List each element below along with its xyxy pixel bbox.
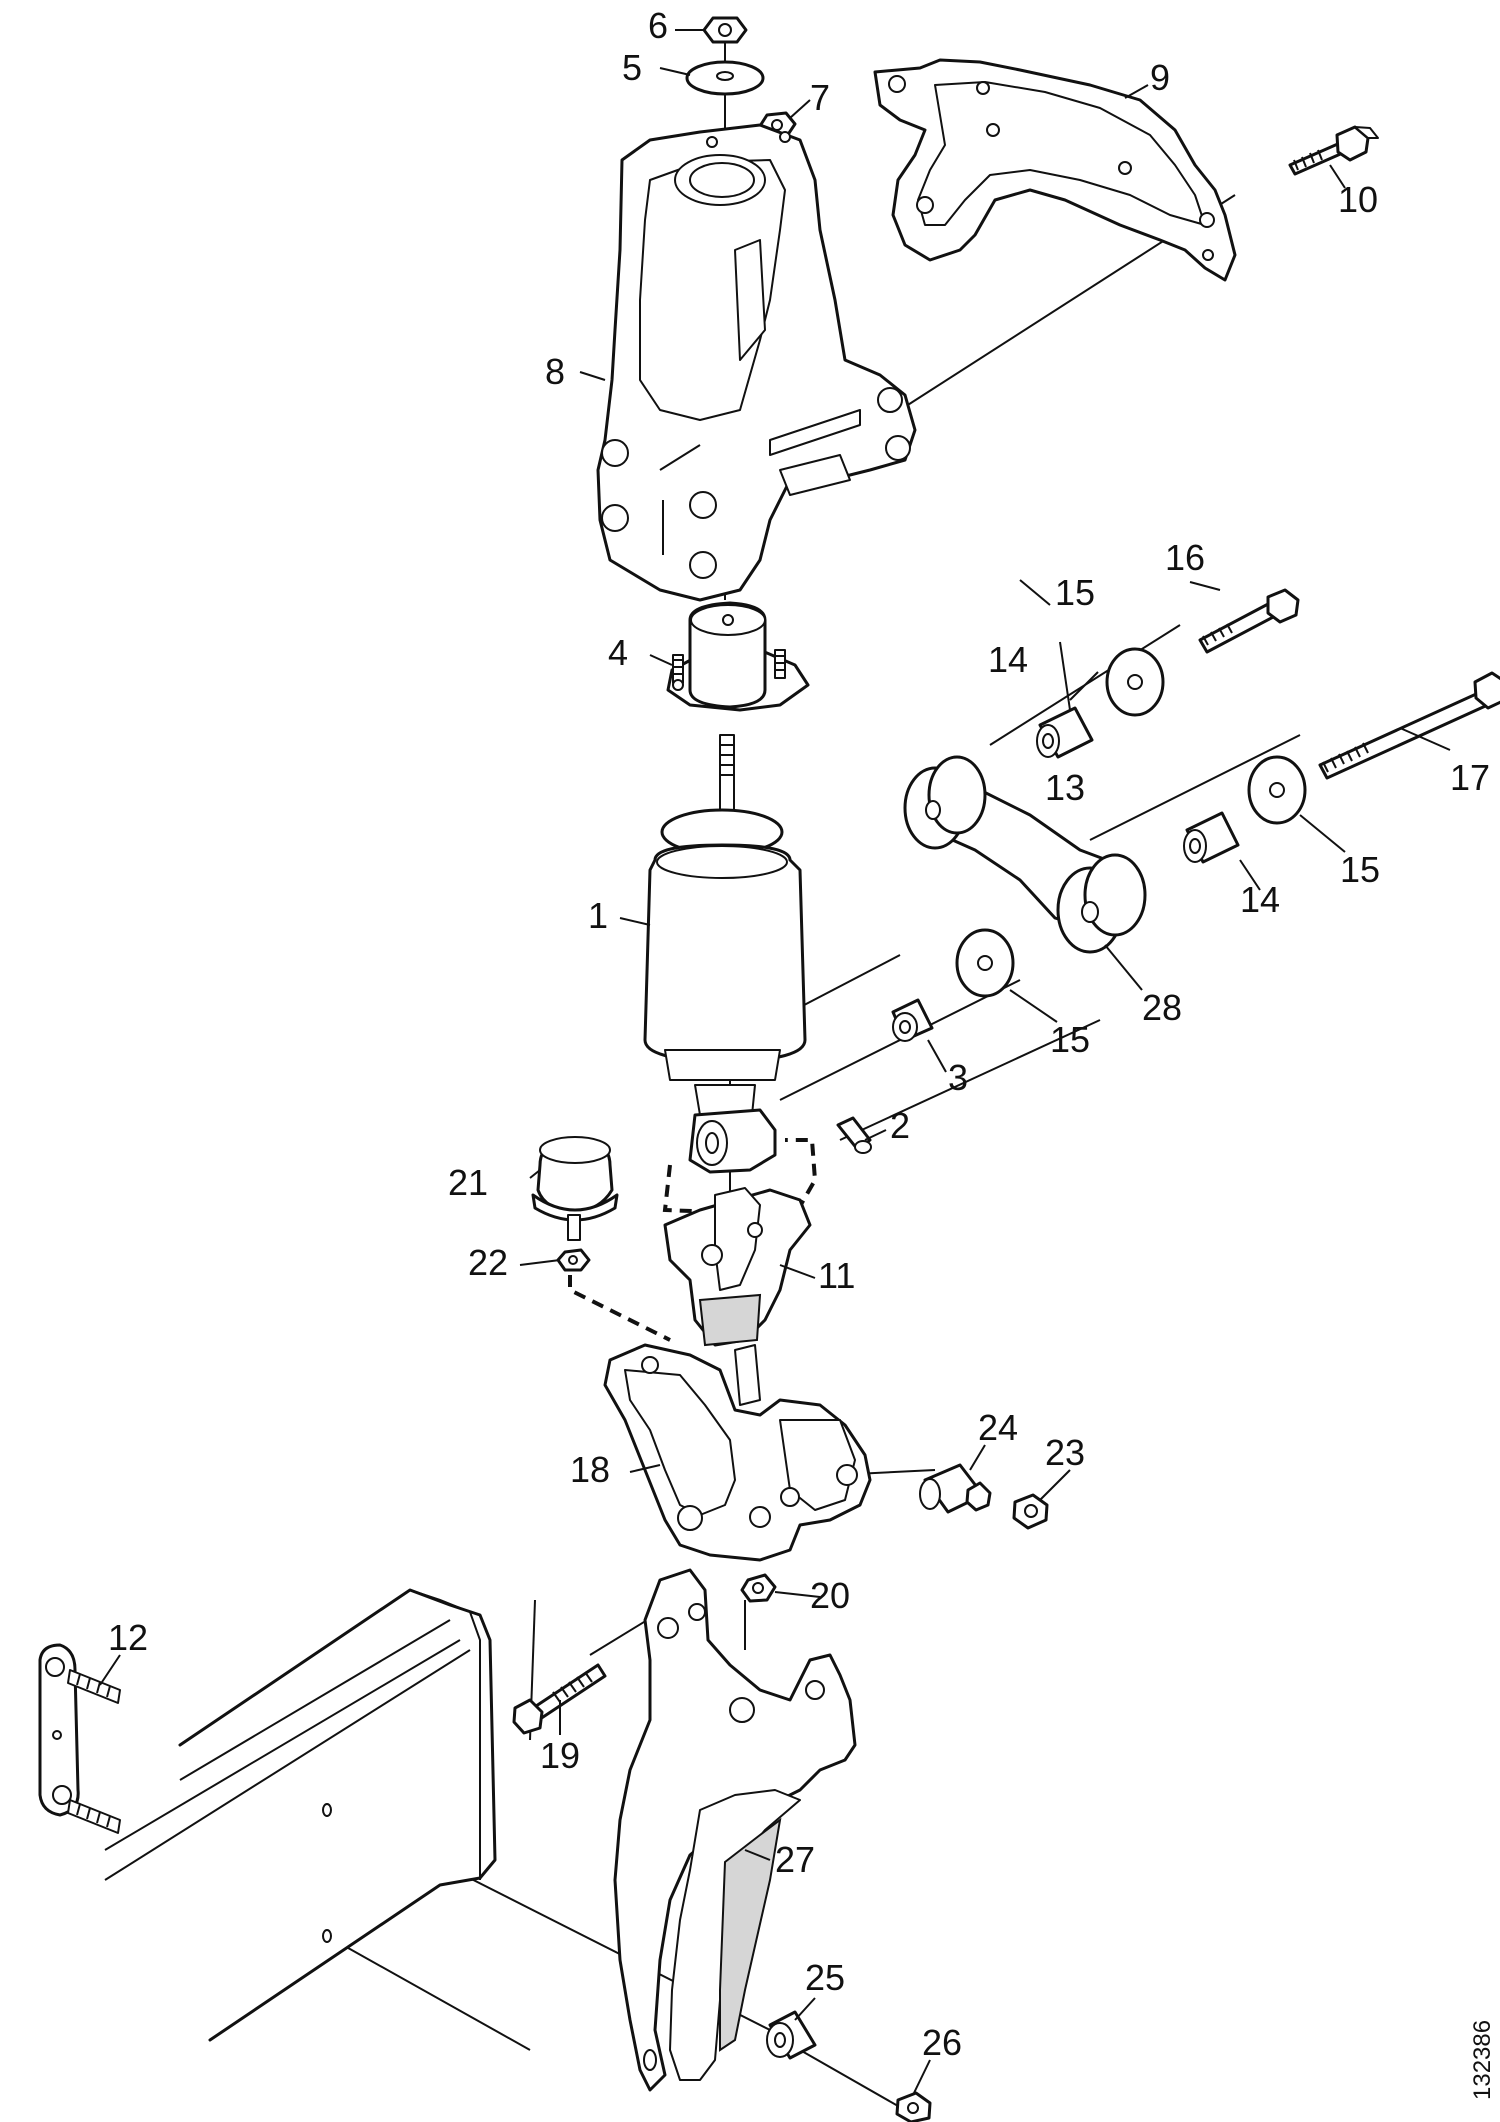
part-21-buffer xyxy=(531,1136,619,1241)
part-1-air-spring xyxy=(643,808,807,1116)
callout-16: 16 xyxy=(1165,537,1205,578)
callout-26: 26 xyxy=(922,2022,962,2063)
callout-25: 25 xyxy=(805,1957,845,1998)
callout-23: 23 xyxy=(1045,1432,1085,1473)
part-14-spacer-upper xyxy=(1036,706,1094,759)
part-4-top-mount xyxy=(666,601,810,712)
dashed-guides xyxy=(568,1138,818,1342)
callout-18: 18 xyxy=(570,1449,610,1490)
callout-19: 19 xyxy=(540,1735,580,1776)
part-1-lower-eye xyxy=(688,1108,777,1174)
part-24-spacer xyxy=(919,1463,992,1514)
callout-1: 1 xyxy=(588,895,608,936)
callout-11: 11 xyxy=(818,1255,855,1296)
part-15-washer-lower xyxy=(955,928,1015,998)
part-8-bracket-housing xyxy=(596,123,917,602)
part-15-washer-upper xyxy=(1105,647,1165,717)
callout-21: 21 xyxy=(448,1162,488,1203)
part-18-lower-bracket xyxy=(603,1343,872,1562)
callout-15-upper: 15 xyxy=(1055,572,1095,613)
part-11-bracket xyxy=(663,1187,812,1347)
part-12-stud-plate xyxy=(38,1643,121,1834)
part-3-spacer xyxy=(891,998,934,1042)
callout-17: 17 xyxy=(1450,757,1490,798)
frame-rail xyxy=(104,1588,497,2042)
part-5-washer xyxy=(685,60,765,96)
callout-7: 7 xyxy=(810,77,830,118)
callout-20: 20 xyxy=(810,1575,850,1616)
part-20-nut xyxy=(740,1573,777,1603)
part-27-hanger xyxy=(613,1568,857,2092)
callout-4: 4 xyxy=(608,632,628,673)
callout-22: 22 xyxy=(468,1242,508,1283)
part-2-fitting xyxy=(836,1116,872,1154)
callout-12: 12 xyxy=(108,1617,148,1658)
part-19-bolt xyxy=(512,1663,607,1735)
part-15-washer-right xyxy=(1247,755,1307,825)
callouts: 6 5 7 9 10 8 4 1 2 3 15 28 16 15 14 13 1… xyxy=(108,5,1490,2063)
callout-15-lower: 15 xyxy=(1050,1019,1090,1060)
part-23-nut xyxy=(1012,1493,1049,1530)
callout-14-lower: 14 xyxy=(1240,879,1280,920)
callout-2: 2 xyxy=(890,1105,910,1146)
part-16-bolt xyxy=(1198,588,1300,654)
part-17-bolt xyxy=(1318,671,1500,780)
callout-8: 8 xyxy=(545,351,565,392)
part-14-spacer-lower xyxy=(1183,811,1240,864)
callout-28: 28 xyxy=(1142,987,1182,1028)
callout-5: 5 xyxy=(622,47,642,88)
part-22-nut xyxy=(556,1248,591,1272)
callout-27: 27 xyxy=(775,1839,815,1880)
callout-24: 24 xyxy=(978,1407,1018,1448)
part-25-bush xyxy=(766,2010,817,2060)
figure-reference-number: 132386 xyxy=(1469,2020,1496,2100)
callout-6: 6 xyxy=(648,5,668,46)
callout-9: 9 xyxy=(1150,57,1170,98)
callout-15-right: 15 xyxy=(1340,849,1380,890)
callout-3: 3 xyxy=(948,1057,968,1098)
part-9-upper-bracket xyxy=(873,58,1237,282)
callout-10: 10 xyxy=(1338,179,1378,220)
leader-lines xyxy=(99,29,1451,2096)
part-10-bolt xyxy=(1288,125,1379,176)
callout-13: 13 xyxy=(1045,767,1085,808)
part-6-nut xyxy=(702,16,748,44)
callout-14-upper: 14 xyxy=(988,639,1028,680)
part-26-nut xyxy=(895,2091,932,2122)
part-13-link-arm xyxy=(903,755,1147,954)
